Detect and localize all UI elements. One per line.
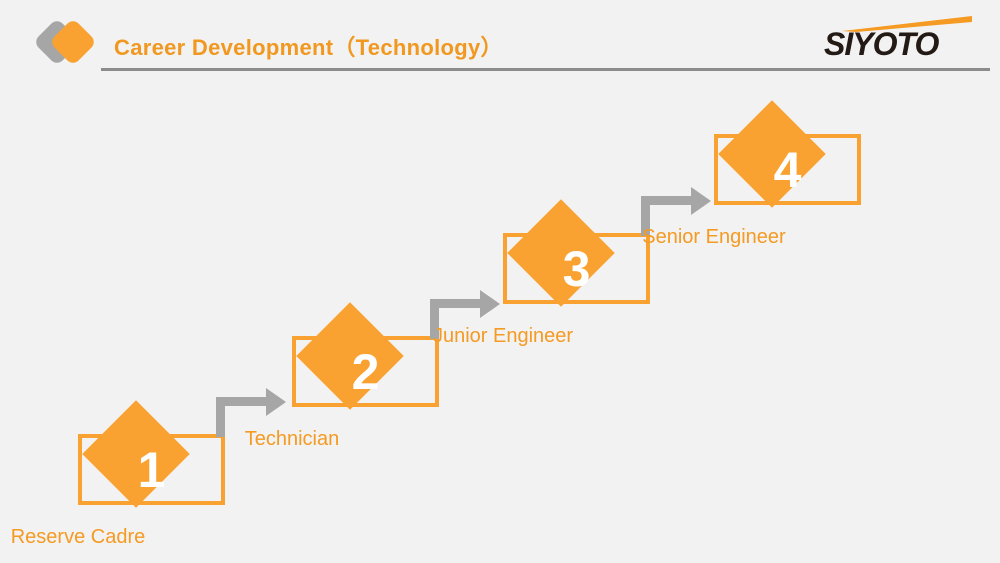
step-3-number: 3	[562, 240, 591, 297]
arrow-horizontal-segment	[641, 196, 695, 205]
step-4-label: Senior Engineer	[642, 226, 786, 248]
step-1-label: Reserve Cadre	[10, 526, 146, 548]
arrowhead-icon	[691, 187, 711, 215]
arrow-vertical-segment	[430, 299, 439, 339]
arrowhead-icon	[480, 290, 500, 318]
header-divider	[101, 68, 990, 71]
arrowhead-icon	[266, 388, 286, 416]
arrow-horizontal-segment	[430, 299, 484, 308]
double-diamond-icon	[32, 17, 102, 67]
arrow-horizontal-segment	[216, 397, 270, 406]
step-3-label: Junior Engineer	[432, 325, 574, 347]
step-2-label: Technician	[244, 428, 340, 450]
arrow-step-1-to-2	[216, 388, 296, 437]
arrow-vertical-segment	[641, 196, 650, 236]
slide-header: Career Development（Technology）	[0, 0, 1000, 82]
swoosh-icon	[842, 16, 972, 32]
brand-logo: SIYOTO	[824, 16, 972, 64]
brand-wordmark: SIYOTO	[824, 26, 939, 62]
arrow-step-3-to-4	[641, 187, 721, 236]
arrow-step-2-to-3	[430, 290, 510, 339]
page-title: Career Development（Technology）	[114, 35, 503, 60]
step-4-number: 4	[773, 141, 802, 198]
step-2-number: 2	[351, 343, 380, 400]
step-1-number: 1	[137, 441, 166, 498]
arrow-vertical-segment	[216, 397, 225, 437]
